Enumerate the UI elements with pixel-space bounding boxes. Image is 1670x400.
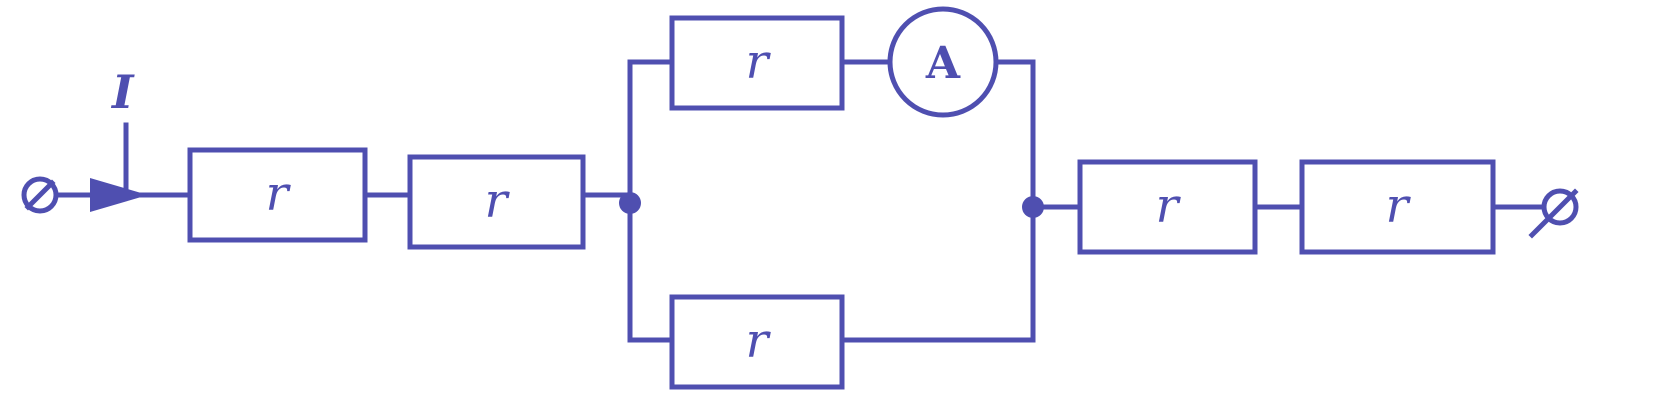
resistor-r2: r [407, 154, 586, 250]
resistor-body [669, 15, 845, 111]
ammeter-circle [887, 6, 999, 118]
resistor-r5: r [1077, 159, 1258, 255]
junction-node-right [1022, 196, 1044, 218]
terminal-slash [24, 179, 56, 211]
wire-left-branch [627, 59, 675, 343]
ammeter: A [887, 6, 999, 118]
junction-node-left [619, 192, 641, 214]
resistor-label: r [1386, 178, 1412, 234]
output-terminal [1528, 188, 1579, 239]
resistor-r1: r [187, 147, 368, 243]
resistor-body [187, 147, 368, 243]
current-arrow-icon [90, 178, 148, 212]
resistor-r6: r [1299, 159, 1496, 255]
terminal-slash [1528, 188, 1579, 239]
resistor-label: r [485, 173, 511, 229]
wires [52, 59, 1546, 343]
resistor-body [1299, 159, 1496, 255]
resistor-label: r [746, 313, 772, 369]
resistor-body [407, 154, 586, 250]
resistor-r3: r [669, 15, 845, 111]
input-terminal [21, 176, 59, 214]
resistor-label: r [746, 34, 772, 90]
wire-right-branch [993, 59, 1036, 343]
resistor-r4: r [669, 294, 845, 390]
resistor-label: r [266, 166, 292, 222]
current-label: I [110, 65, 135, 119]
ammeter-label: A [925, 38, 961, 89]
resistor-label: r [1156, 178, 1182, 234]
resistor-body [1077, 159, 1258, 255]
resistor-body [669, 294, 845, 390]
